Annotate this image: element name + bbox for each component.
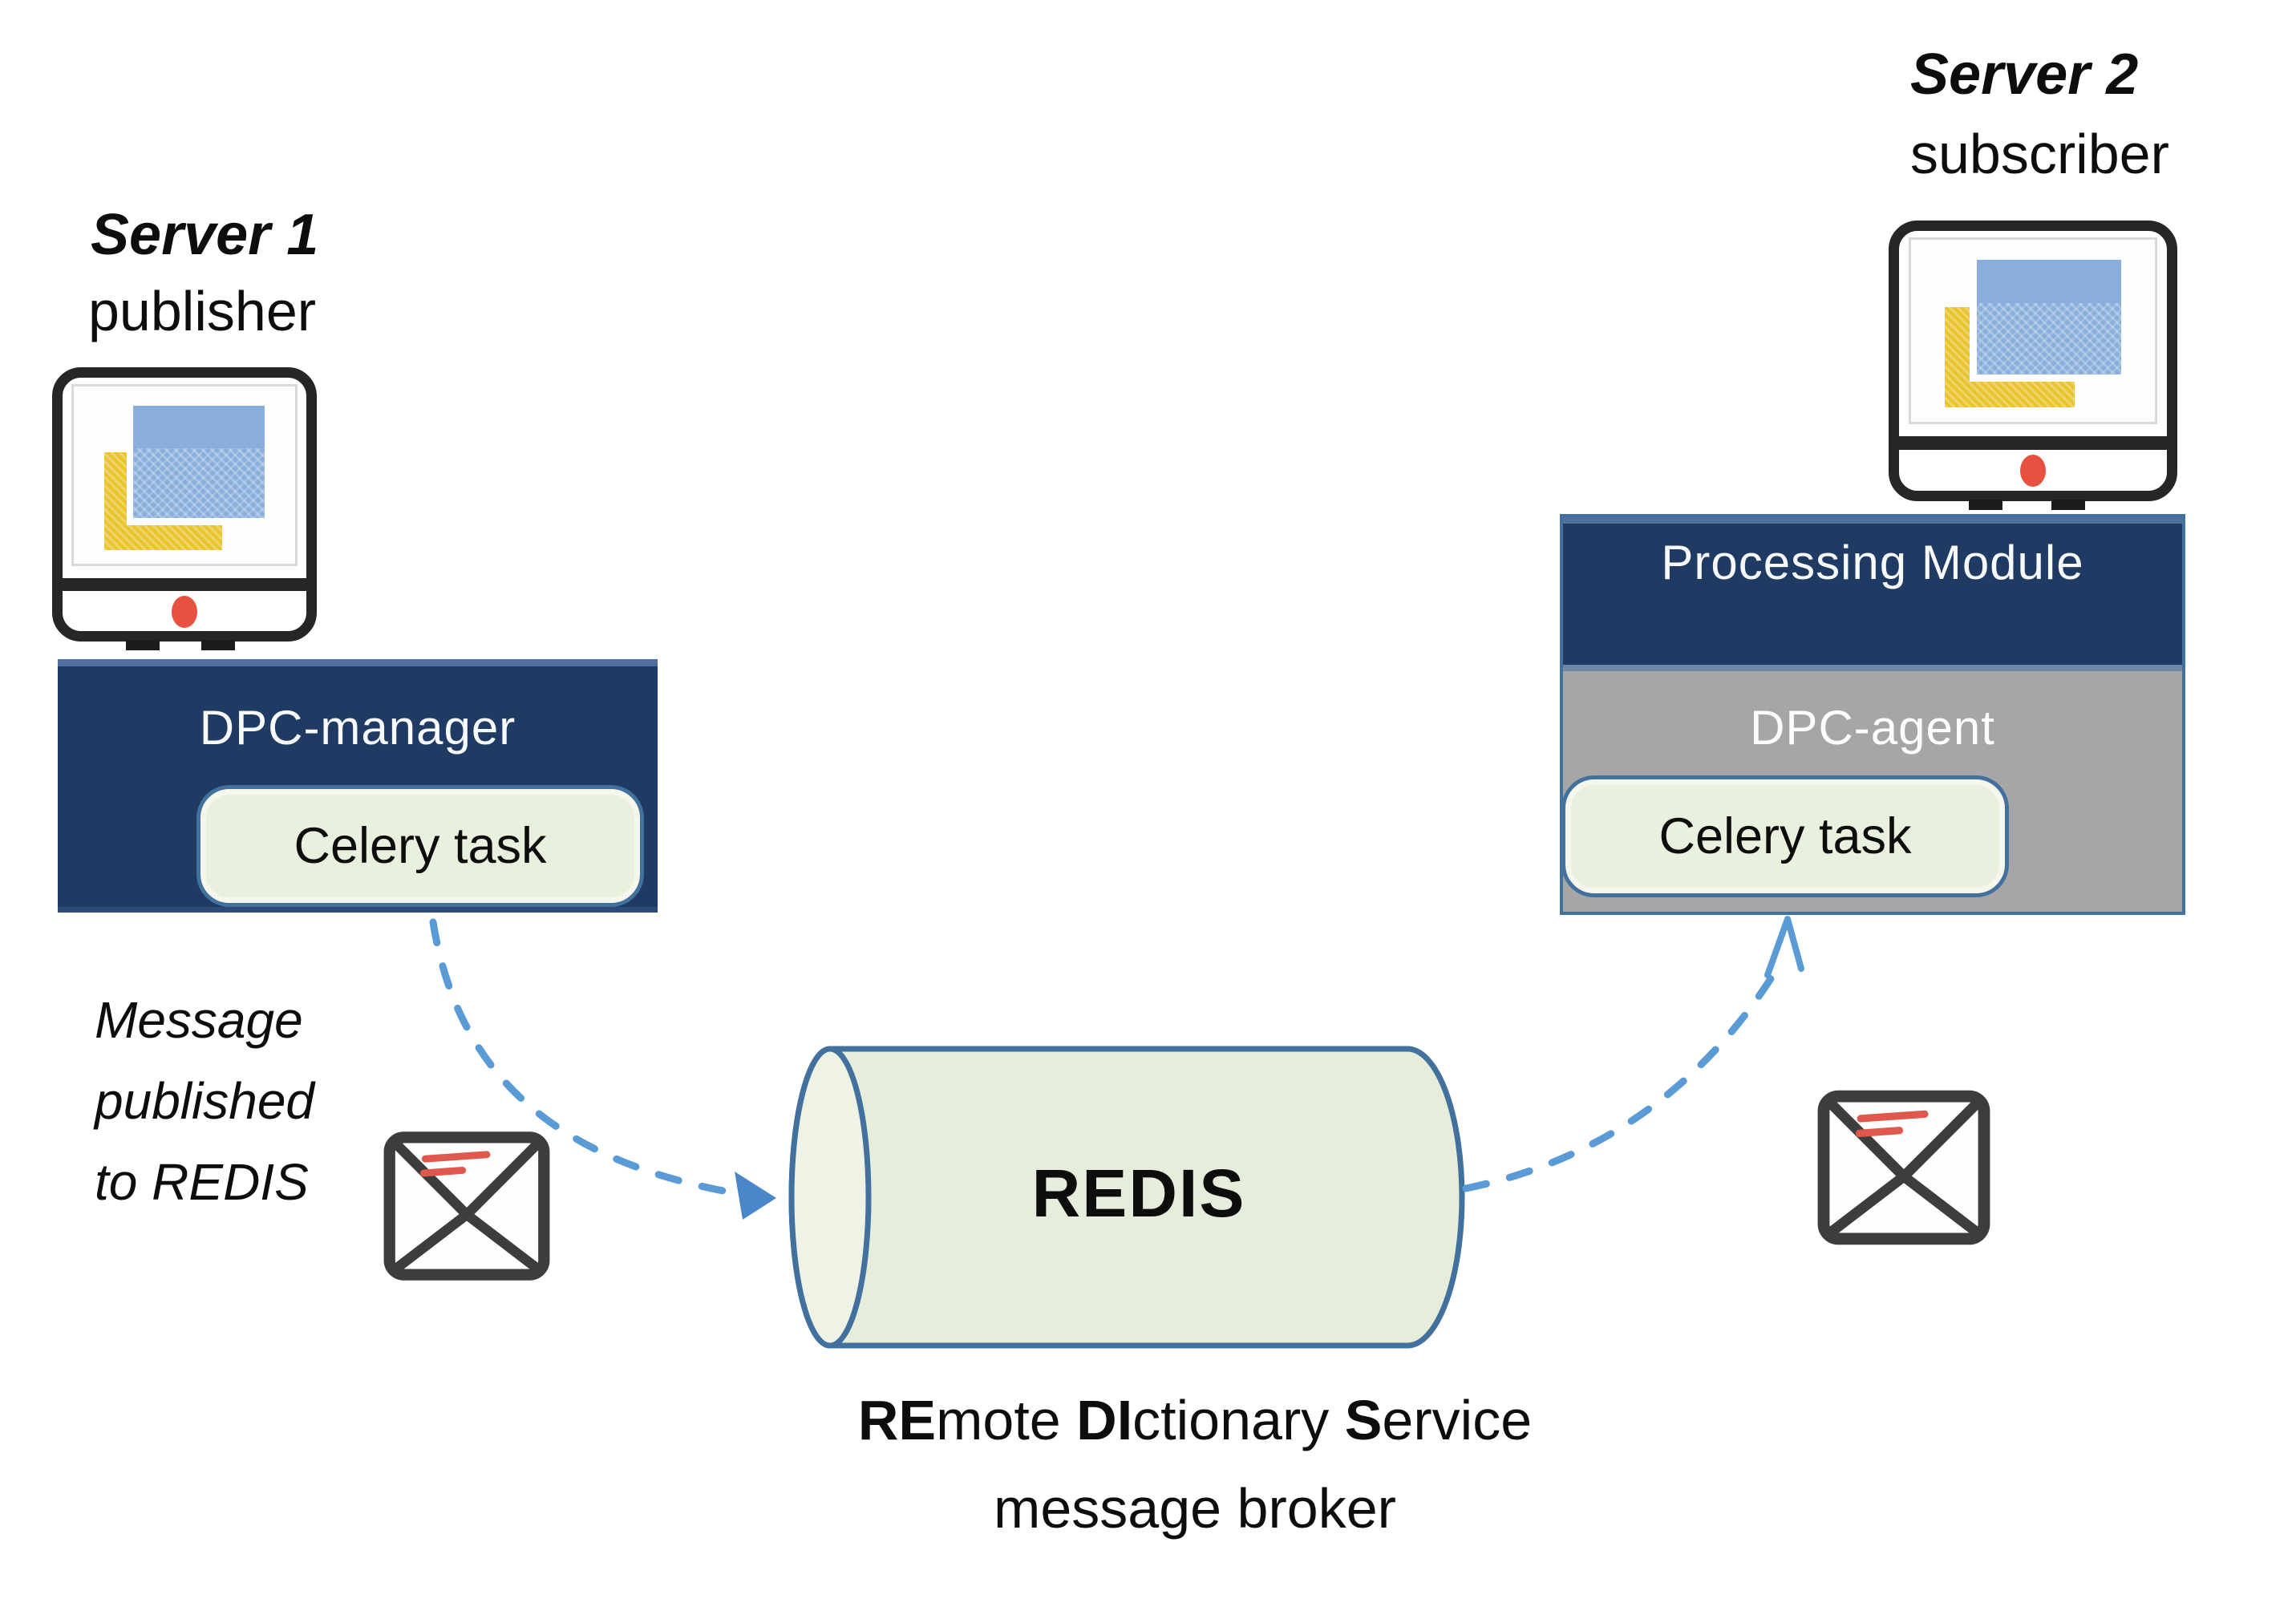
dpc-agent-title: DPC-agent — [1750, 701, 1995, 755]
screen-window-graphic — [133, 406, 265, 518]
server2-role-label: subscriber — [1910, 123, 2169, 185]
cylinder-seam — [788, 1046, 872, 1349]
celery-task-box-publisher: Celery task — [200, 789, 640, 903]
message-note-line: to REDIS — [95, 1153, 309, 1211]
message-note-line: published — [95, 1072, 314, 1130]
dpc-manager-box: DPC-manager Celery task — [58, 659, 658, 913]
redis-cylinder: REDIS — [788, 1046, 1465, 1349]
monitor-foot — [2051, 500, 2086, 510]
envelope-icon — [383, 1131, 550, 1281]
monitor-foot — [126, 640, 160, 650]
envelope-fold-lines — [1823, 1095, 1985, 1240]
server1-role-label: publisher — [88, 280, 317, 342]
message-note: Message published to REDIS — [95, 980, 314, 1223]
arrowhead-icon — [735, 1172, 776, 1220]
server2-monitor-icon — [1889, 221, 2177, 510]
redis-label: REDIS — [1032, 1156, 1246, 1231]
processing-module-box: Processing Module DPC-agent Celery task — [1560, 514, 2185, 915]
arrowhead-icon — [1764, 916, 1804, 978]
message-note-line: Message — [95, 991, 303, 1049]
screen-lshape-graphic — [104, 524, 223, 550]
monitor-screen — [71, 383, 298, 567]
processing-module-header: Processing Module — [1563, 517, 2182, 665]
panel-divider — [1563, 665, 2182, 671]
monitor-divider — [52, 577, 317, 592]
power-led-icon — [2020, 454, 2046, 487]
screen-lshape-graphic — [1945, 382, 2075, 408]
power-led-icon — [172, 595, 197, 628]
monitor-divider — [1889, 435, 2177, 450]
celery-task-box-subscriber: Celery task — [1565, 779, 2005, 893]
broker-caption-line1: REmote DIctionary Service — [857, 1389, 1533, 1451]
broker-caption-line2: message broker — [994, 1477, 1396, 1540]
monitor-foot — [1968, 500, 2002, 510]
monitor-screen — [1908, 237, 2158, 425]
celery-task-label: Celery task — [294, 818, 547, 874]
server2-label: Server 2 — [1910, 42, 2139, 107]
address-lines — [1855, 1110, 1929, 1138]
screen-window-graphic — [1976, 260, 2121, 375]
server1-label: Server 1 — [91, 203, 319, 267]
processing-module-title: Processing Module — [1661, 536, 2084, 589]
dpc-manager-title: DPC-manager — [199, 701, 516, 755]
broker-caption: REmote DIctionary Service message broker — [770, 1376, 1620, 1552]
subscribe-arrow — [1462, 916, 1804, 1192]
celery-task-label: Celery task — [1658, 808, 1912, 864]
server1-monitor-icon — [52, 367, 317, 650]
envelope-icon — [1817, 1090, 1990, 1245]
monitor-foot — [201, 640, 236, 650]
